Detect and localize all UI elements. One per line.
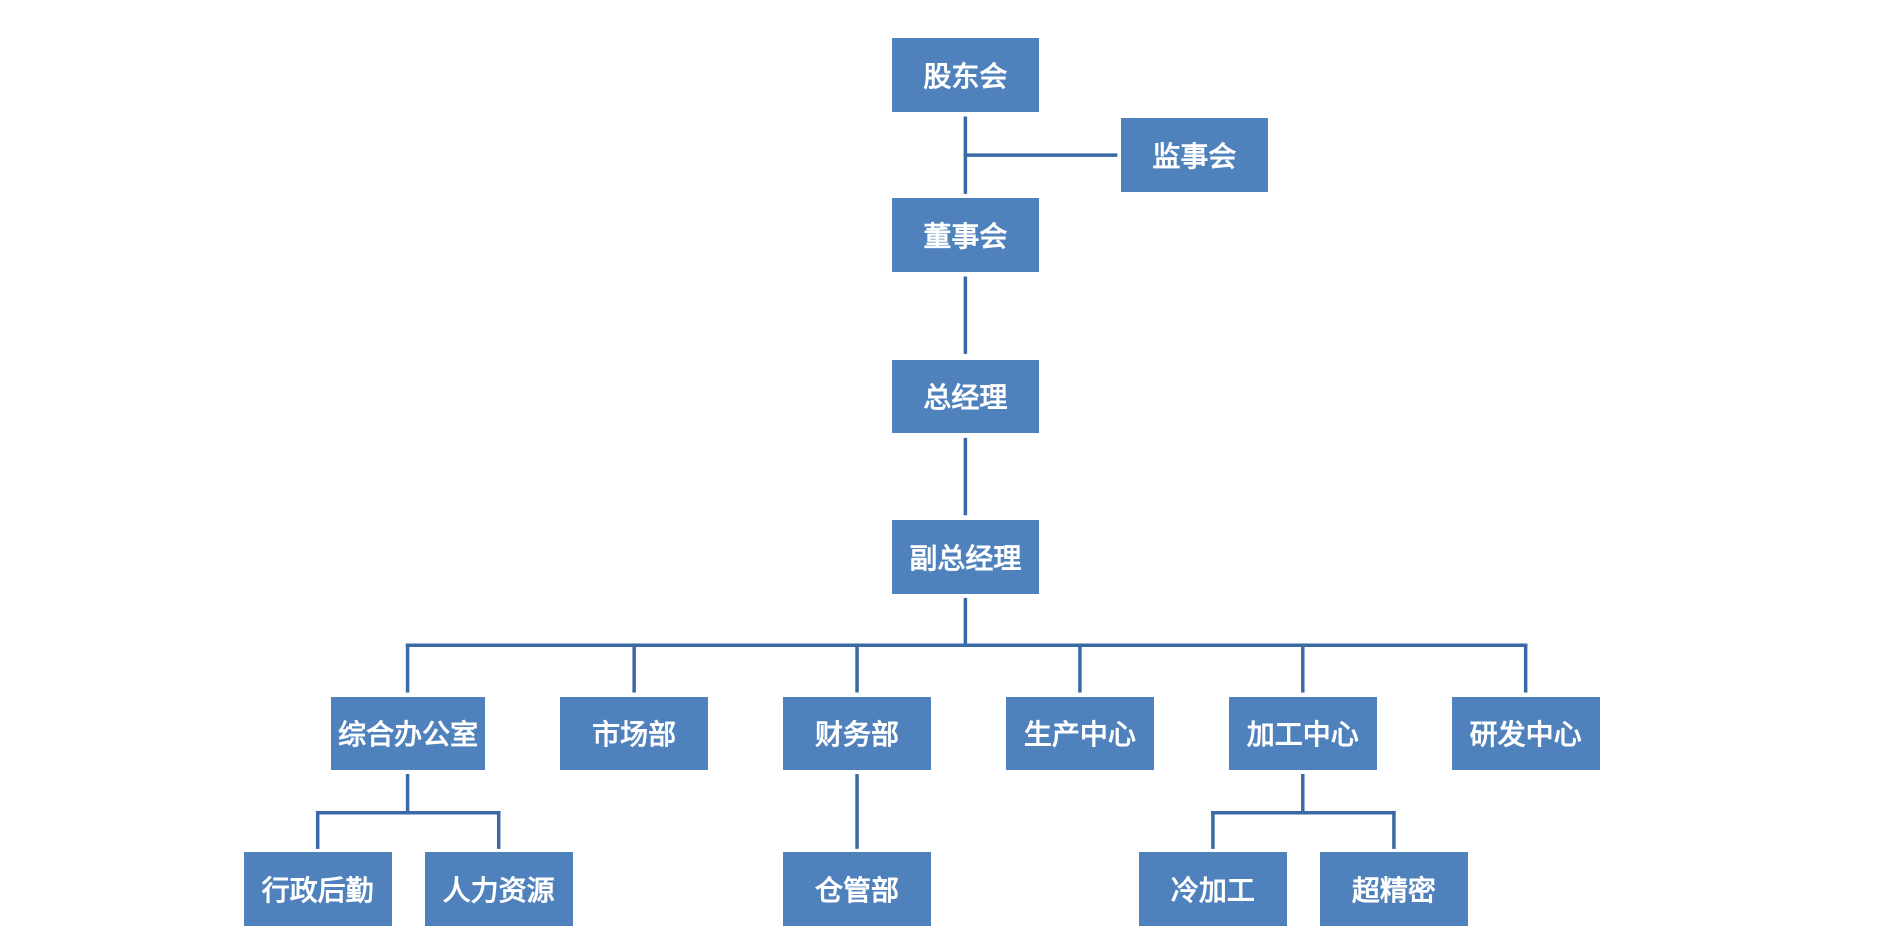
node-shareholders: 股东会 <box>891 38 1040 113</box>
node-general-office: 综合办公室 <box>331 696 486 770</box>
node-board: 董事会 <box>891 198 1040 273</box>
node-general-manager: 总经理 <box>891 359 1040 434</box>
node-cold-processing: 冷加工 <box>1139 852 1287 926</box>
node-processing-center: 加工中心 <box>1228 696 1377 770</box>
node-production-center: 生产中心 <box>1006 696 1154 770</box>
node-finance: 财务部 <box>783 696 931 770</box>
node-supervisors: 监事会 <box>1120 118 1269 193</box>
node-human-resources: 人力资源 <box>424 852 573 926</box>
node-deputy-general-manager: 副总经理 <box>891 519 1040 594</box>
node-ultra-precision: 超精密 <box>1320 852 1468 926</box>
node-admin-logistics: 行政后勤 <box>243 852 392 926</box>
node-warehouse: 仓管部 <box>783 852 931 926</box>
node-rnd-center: 研发中心 <box>1451 696 1600 770</box>
node-marketing: 市场部 <box>560 696 709 770</box>
